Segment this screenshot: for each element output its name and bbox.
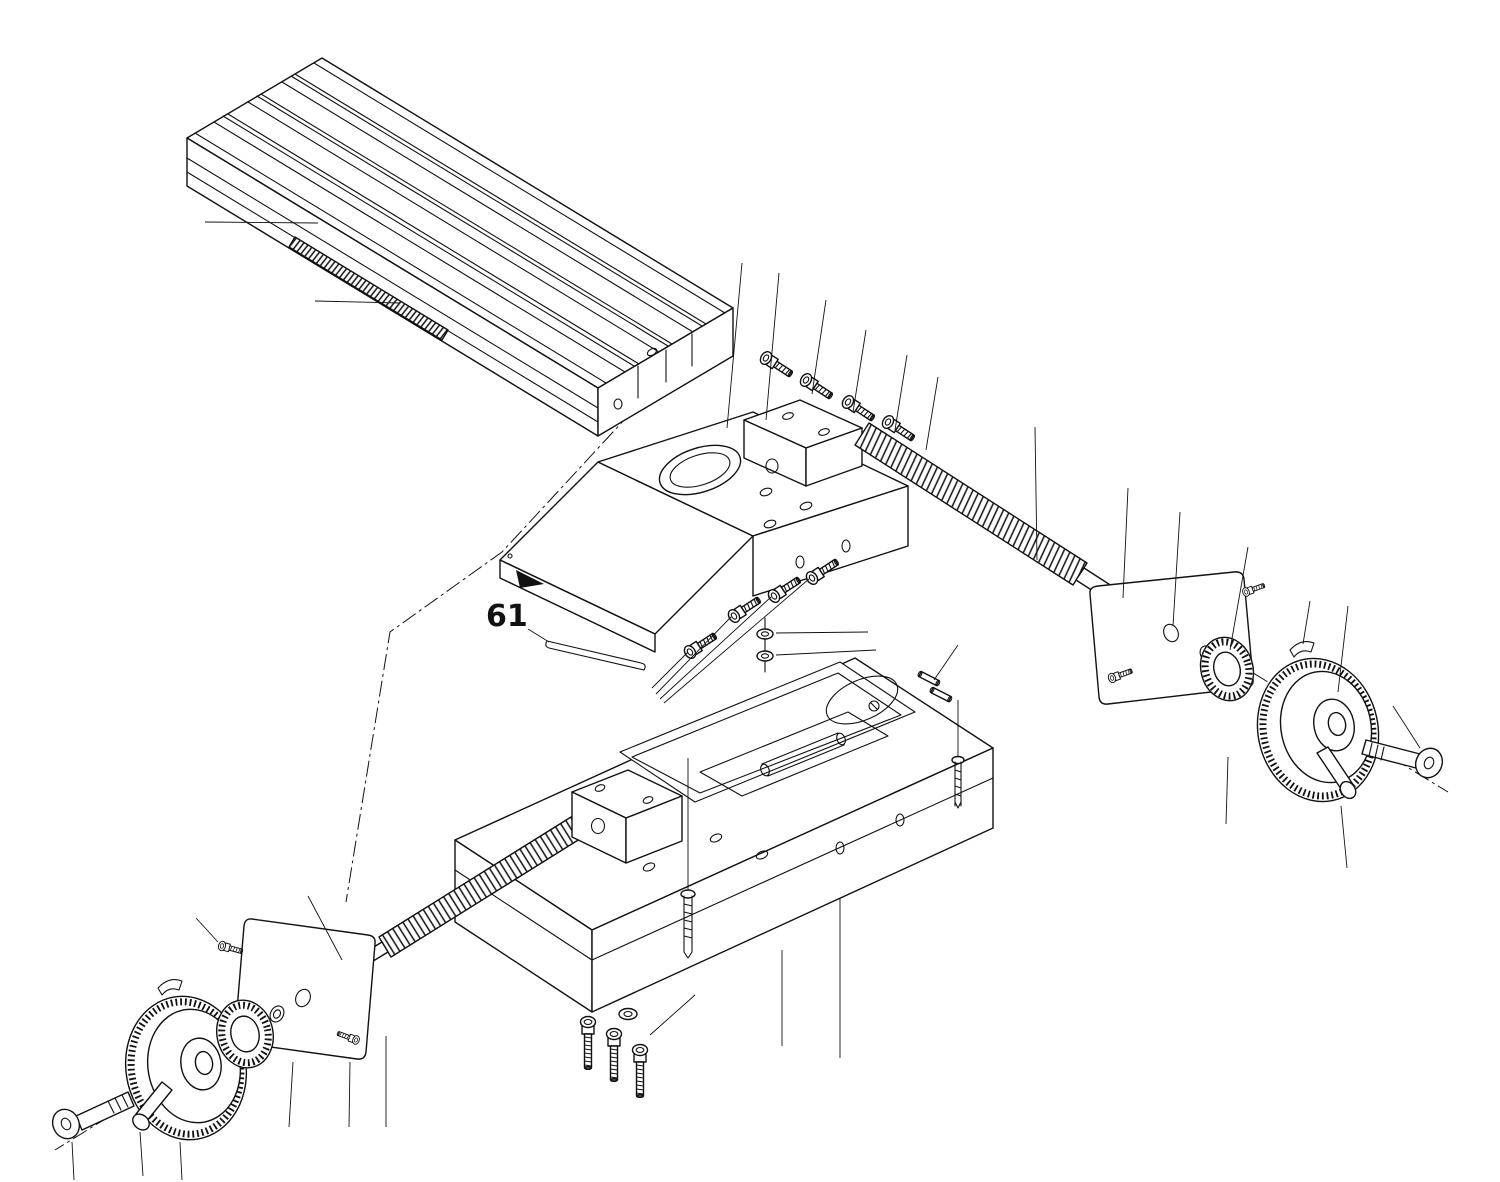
gib-strip [288,236,449,341]
cap-screw-right [1361,739,1444,779]
cap-screw-left [51,1091,135,1140]
adjust-stud-washers [756,617,774,673]
nut-block-lower [571,769,683,864]
bearing-nut-right [1199,636,1255,702]
base [454,657,994,1013]
base-screws-bottom [579,1007,649,1099]
nut-block-upper [743,399,863,487]
t-slot-table [186,57,734,437]
callout-61-label: 61 [486,599,528,634]
saddle [499,411,909,653]
dowel-pins [916,670,954,704]
handwheel-right [1256,657,1380,803]
crank-handle-left [132,1081,173,1131]
leader-lines [71,221,1421,1181]
dial-key-right [1289,641,1315,658]
taper-pin-61 [545,640,646,671]
crank-handle-right [1316,746,1357,800]
bearing-nut-left [216,999,274,1069]
inner-screws [680,755,965,959]
dial-key-left [157,979,183,996]
